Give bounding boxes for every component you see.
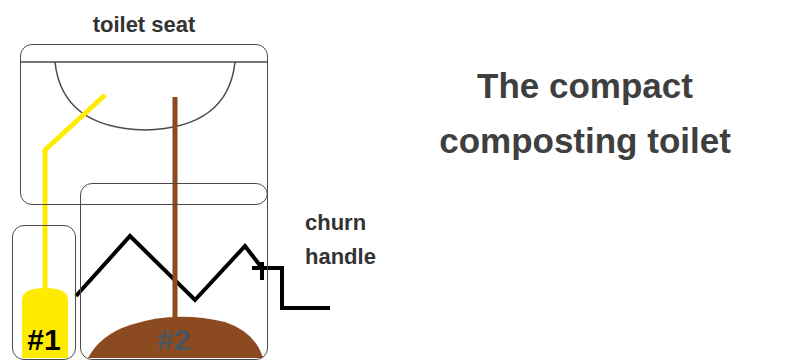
urine-chute xyxy=(45,95,105,291)
part-label: churn handle xyxy=(305,206,417,274)
diagram-title: The compact composting toilet xyxy=(390,58,780,168)
part-label: toilet seat xyxy=(21,12,267,38)
compartment-number: #1 xyxy=(13,323,75,357)
compost-container: #2 xyxy=(80,183,268,360)
urine-container: #1 xyxy=(12,225,76,360)
solids-chute xyxy=(173,97,178,319)
seat-bowl-arc xyxy=(55,62,235,130)
seat-rim-line xyxy=(21,61,267,63)
toilet-seat-box: toilet seat xyxy=(20,44,268,205)
churn-agitator xyxy=(76,236,330,308)
compartment-number: #2 xyxy=(81,323,267,357)
